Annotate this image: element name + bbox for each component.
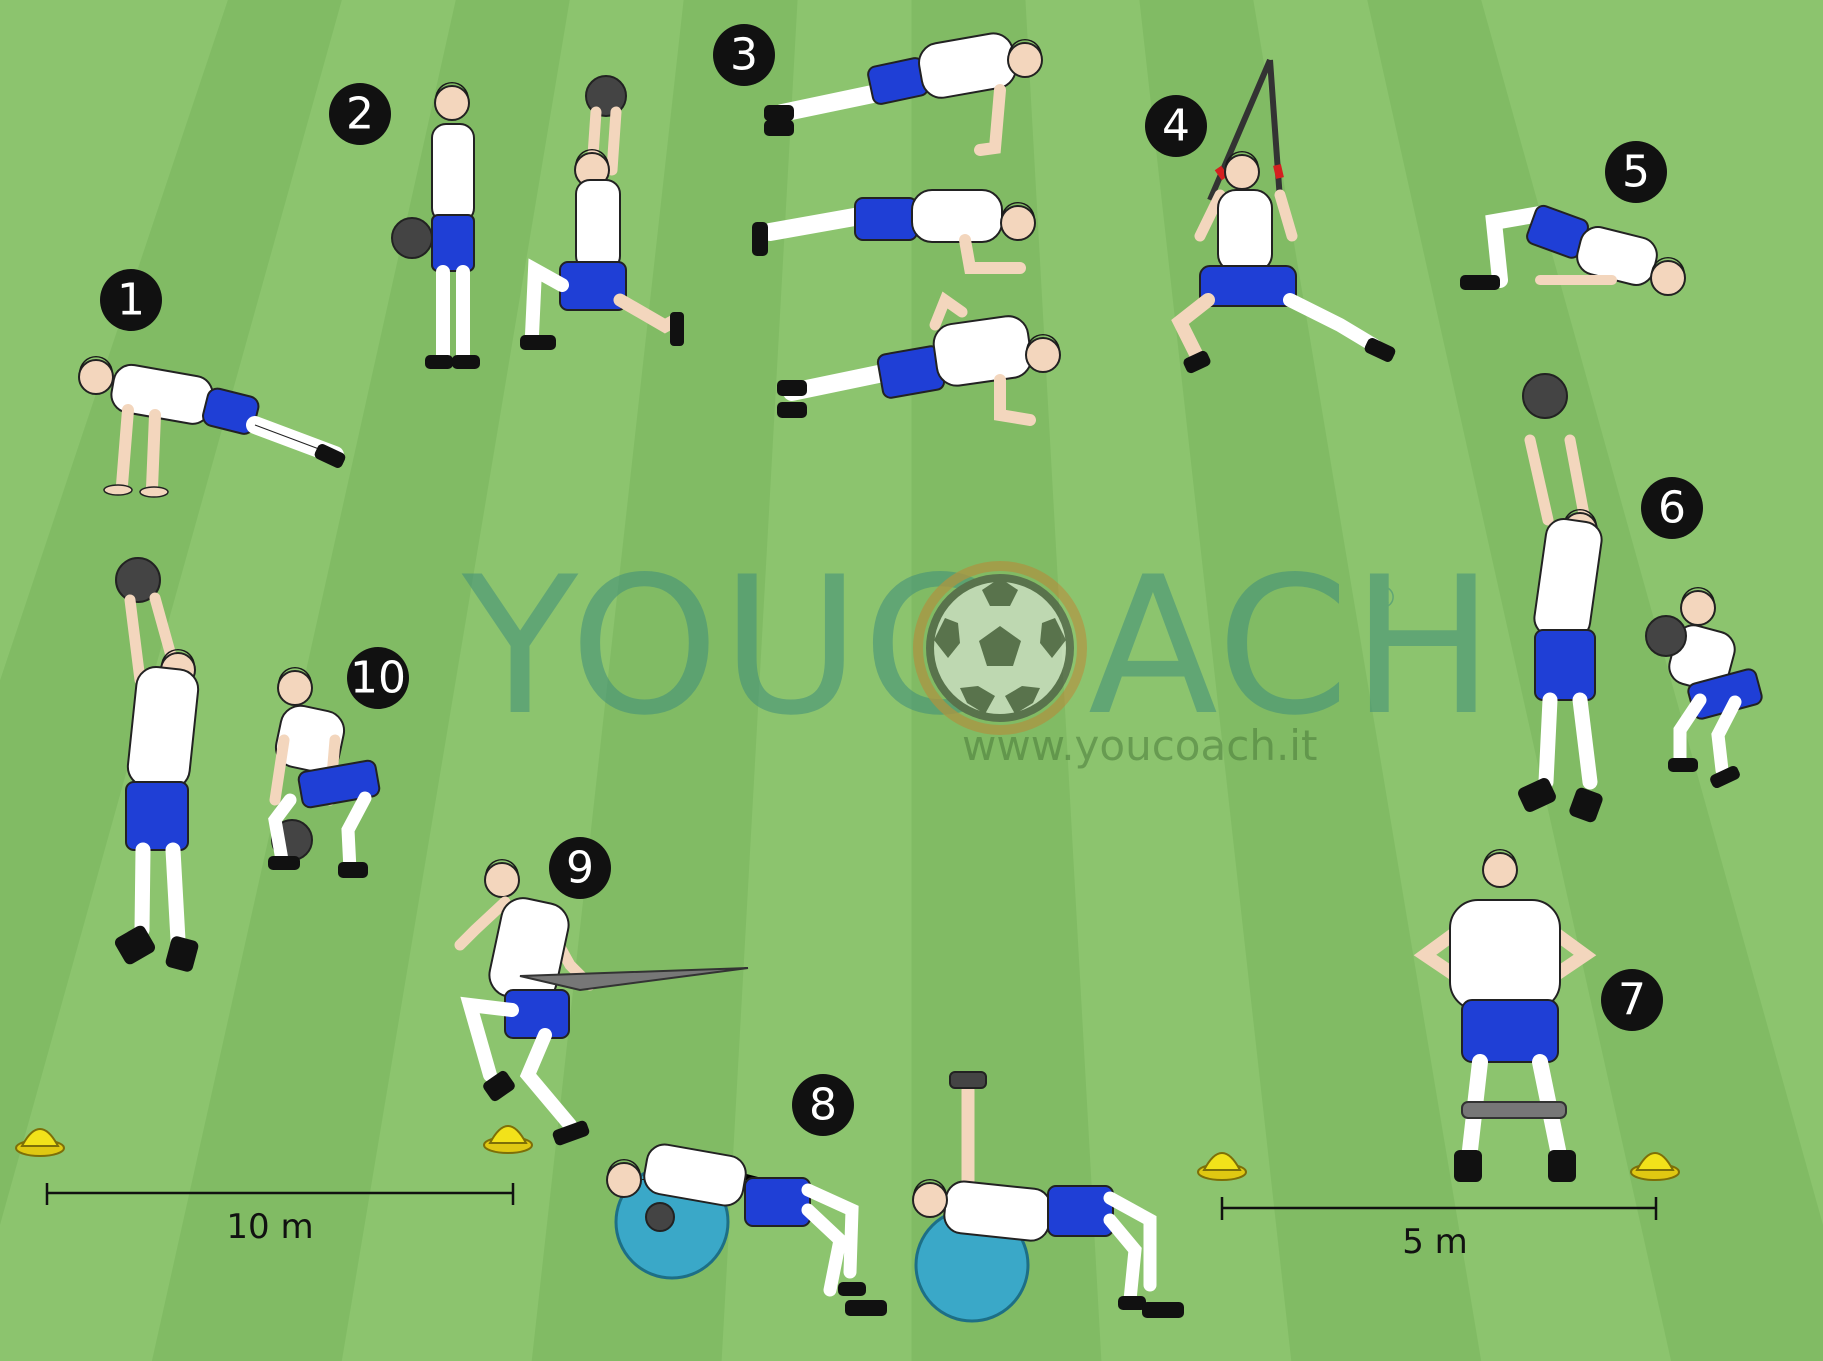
station-badge-8: 8 [792, 1074, 854, 1136]
station-badge-4: 4 [1145, 95, 1207, 157]
soccer-ball-logo-icon [913, 561, 1087, 735]
station-number-1: 1 [117, 275, 145, 326]
resisted-band-knee-drive-icon [454, 858, 749, 1146]
grass-stripe [0, 0, 342, 1225]
station-badge-5: 5 [1605, 141, 1667, 203]
measure-5m: 5 m [1220, 1197, 1658, 1262]
mini-band-lateral-walk-icon [1413, 848, 1597, 1182]
station-badge-6: 6 [1641, 477, 1703, 539]
suspension-lateral-squat-icon [1171, 58, 1396, 374]
plank-variations-icon [752, 32, 1061, 426]
station-number-2: 2 [346, 89, 374, 140]
station-number-10: 10 [350, 653, 406, 704]
ball-throw-squat-icon [1518, 373, 1763, 823]
youcoach-watermark: YOUC ACH ® www.youcoach.it [461, 536, 1496, 770]
swiss-ball-dumbbell-press-icon [606, 1071, 1184, 1323]
cone-right-1 [1197, 1152, 1247, 1181]
registered-mark: ® [1368, 581, 1398, 616]
station-badge-7: 7 [1601, 969, 1663, 1031]
station-number-9: 9 [566, 843, 594, 894]
station-badge-10: 10 [347, 647, 409, 709]
station-badge-1: 1 [100, 269, 162, 331]
station-number-5: 5 [1622, 147, 1650, 198]
watermark-brand-right: ACH [1088, 536, 1496, 757]
measure-10m: 10 m [45, 1183, 515, 1247]
cone-right-2 [1630, 1152, 1680, 1181]
station-number-6: 6 [1658, 483, 1686, 534]
push-up-icon [78, 355, 346, 498]
lunge-overhead-ball-icon [391, 75, 684, 369]
station-number-7: 7 [1618, 975, 1646, 1026]
station-badges: 1 2 3 4 5 6 7 8 9 10 [100, 24, 1703, 1136]
grass-stripe [531, 0, 798, 1361]
cone-left-2 [483, 1125, 533, 1154]
station-number-3: 3 [730, 30, 758, 81]
measure-5m-label: 5 m [1402, 1222, 1468, 1262]
cone-left-1 [15, 1128, 65, 1157]
station-number-4: 4 [1162, 101, 1190, 152]
ball-slam-squat-icon [114, 557, 381, 972]
grass-stripe [1139, 0, 1482, 1361]
glute-bridge-icon [1460, 204, 1686, 296]
station-badge-2: 2 [329, 83, 391, 145]
measure-10m-label: 10 m [226, 1207, 313, 1247]
watermark-brand-left: YOUC [461, 536, 997, 757]
station-badge-9: 9 [549, 837, 611, 899]
watermark-url: www.youcoach.it [962, 721, 1317, 770]
station-badge-3: 3 [713, 24, 775, 86]
station-number-8: 8 [809, 1080, 837, 1131]
